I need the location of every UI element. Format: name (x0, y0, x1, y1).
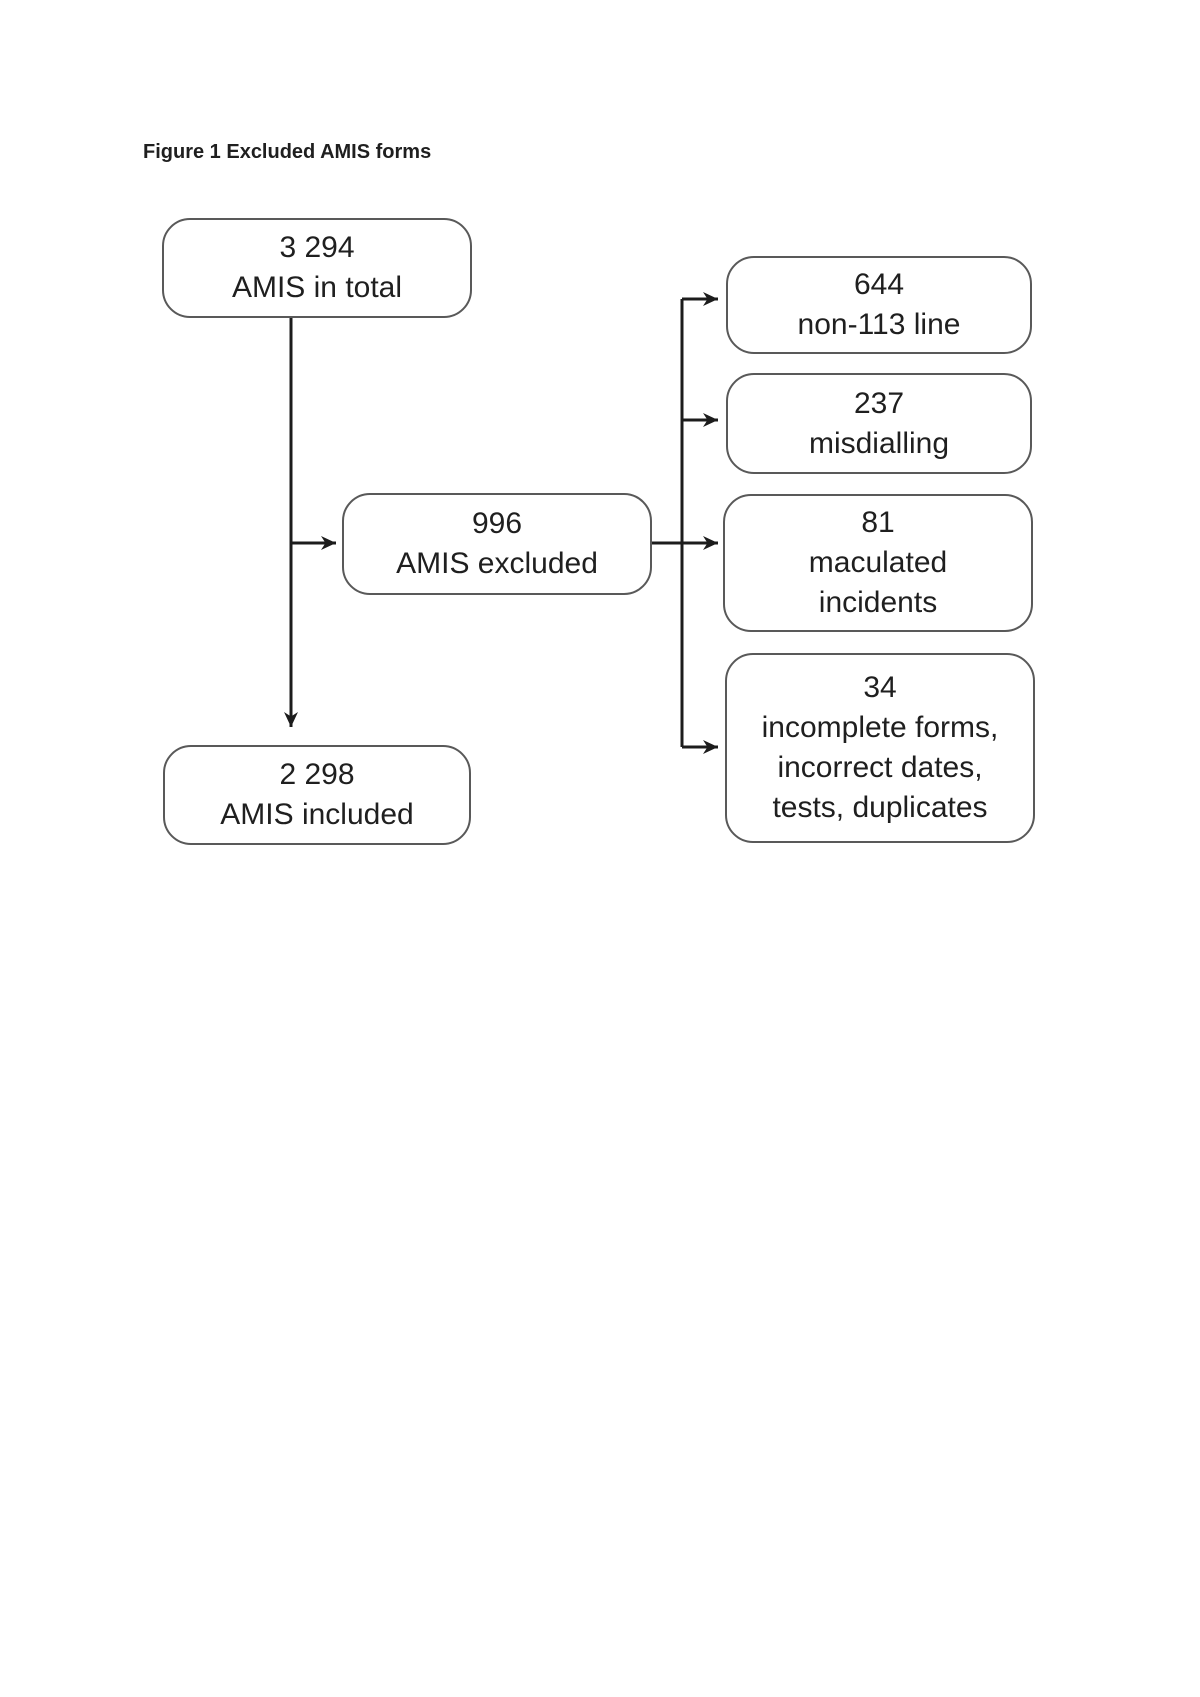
node-amis-included-value: 2 298 (279, 758, 355, 791)
node-misdialling-value: 237 (853, 386, 905, 420)
node-amis-included-label: AMIS included (220, 798, 414, 831)
node-amis-excluded: 996 AMIS excluded (342, 493, 652, 595)
figure-caption: Figure 1 Excluded AMIS forms (143, 141, 432, 163)
node-misdialling-label: misdialling (808, 426, 950, 460)
node-incomplete-forms-value: 34 (863, 671, 897, 704)
node-non-113-line-label: non-113 line (797, 308, 961, 341)
node-non-113-line-value: 644 (853, 268, 905, 301)
node-maculated-incidents-value: 81 (861, 506, 895, 539)
node-maculated-incidents-label: maculated incidents (808, 546, 948, 619)
node-amis-included: 2 298 AMIS included (163, 745, 471, 845)
node-non-113-line: 644 non-113 line (726, 256, 1032, 354)
node-incomplete-forms: 34 incomplete forms, incorrect dates, te… (725, 653, 1035, 843)
node-amis-excluded-value: 996 (471, 507, 523, 540)
node-amis-total-label: AMIS in total (231, 271, 403, 304)
node-misdialling: 237 misdialling (726, 373, 1032, 474)
node-amis-total-value: 3 294 (279, 231, 355, 264)
node-incomplete-forms-label: incomplete forms, incorrect dates, tests… (761, 711, 999, 824)
node-amis-total: 3 294 AMIS in total (162, 218, 472, 318)
node-maculated-incidents: 81 maculated incidents (723, 494, 1033, 632)
node-amis-excluded-label: AMIS excluded (396, 547, 598, 580)
